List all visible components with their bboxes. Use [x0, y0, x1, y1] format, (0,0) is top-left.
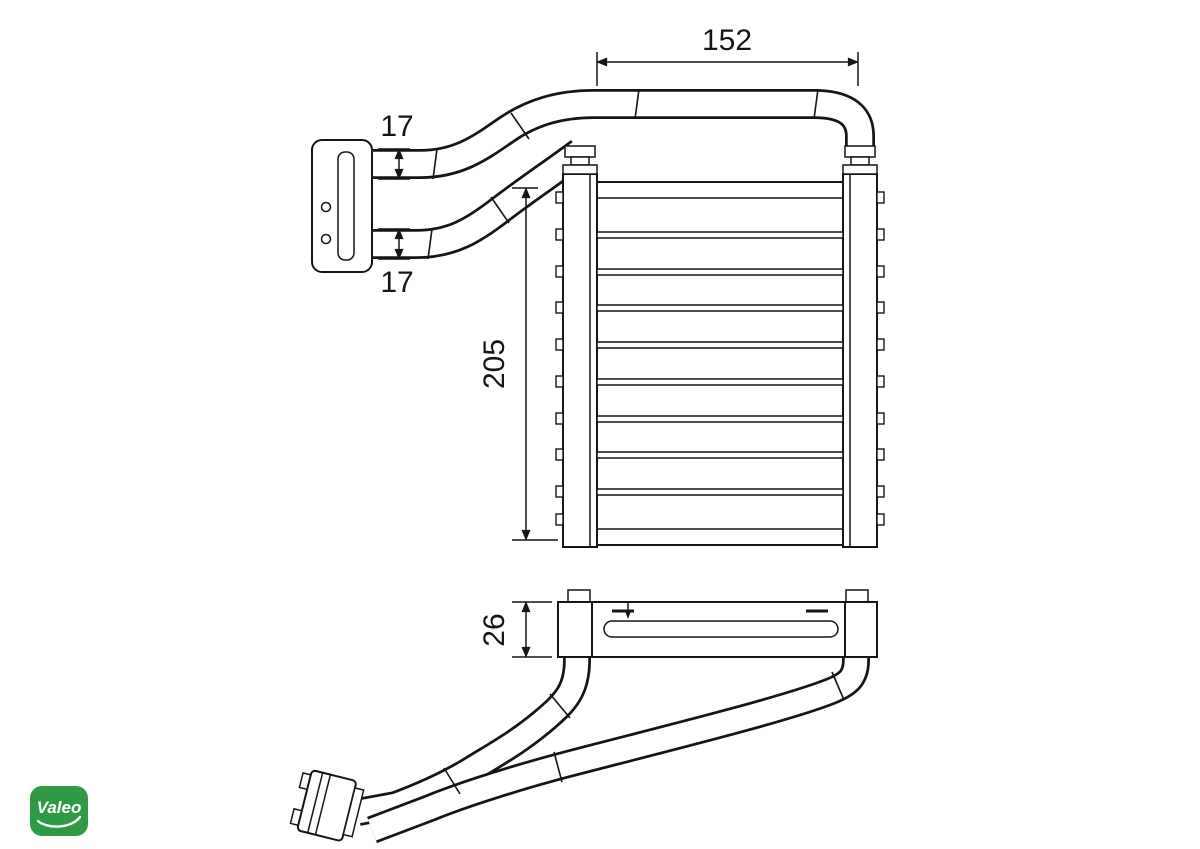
bottom-pipe-left-body	[355, 632, 589, 824]
header-lines	[597, 197, 843, 530]
dim-pipe-top: 17	[378, 110, 414, 180]
fitting-left-neck	[570, 156, 590, 166]
fitting-right-collar	[844, 145, 876, 158]
core-tubes	[596, 231, 844, 496]
fitting-left-base	[562, 164, 598, 175]
dim-core-depth-label: 26	[478, 613, 511, 646]
flange-hole-bottom	[320, 233, 332, 245]
valeo-logo-text: Valeo	[37, 798, 82, 817]
valeo-logo: Valeo	[30, 786, 88, 836]
side-plate-inner-lines	[589, 174, 851, 547]
flange-grooves	[306, 772, 332, 835]
valeo-logo-swoosh	[36, 815, 82, 828]
pipe-weld-ticks	[427, 88, 819, 260]
bottom-stub-left	[567, 589, 591, 603]
dim-pipe-top-label: 17	[380, 110, 413, 143]
bottom-stub-right	[845, 589, 869, 603]
bottom-cap-lines	[591, 602, 846, 657]
bottom-locator-arrow	[624, 601, 632, 619]
bottom-pipe-weld-ticks	[443, 671, 845, 795]
fitting-left-collar	[564, 145, 596, 158]
bottom-view	[289, 589, 878, 844]
dim-core-width: 152	[596, 24, 859, 86]
bottom-slot	[603, 620, 839, 638]
dimensions: 152 17 17 205 26	[378, 24, 859, 658]
dim-core-depth: 26	[478, 601, 552, 658]
fitting-right-base	[842, 164, 878, 175]
heater-core	[555, 173, 885, 548]
pipe-fittings	[562, 145, 878, 175]
flange-collar-bottom	[342, 787, 365, 838]
dim-core-height-label: 205	[478, 339, 511, 389]
side-plate-tabs-right	[876, 191, 885, 526]
dim-core-width-label: 152	[702, 24, 752, 57]
dim-core-height: 205	[478, 187, 558, 541]
flange-hole-top	[320, 201, 332, 213]
core-bottom-profile	[557, 589, 878, 658]
side-plate-right	[842, 173, 878, 548]
side-plate-tabs-left	[555, 191, 564, 526]
dim-pipe-bottom: 17	[378, 228, 414, 299]
connector-flange-front	[311, 139, 373, 273]
front-view	[311, 88, 885, 548]
side-plate-left	[562, 173, 598, 548]
flange-slot	[337, 151, 355, 261]
core-matrix	[596, 181, 844, 546]
connector-flange-bottom	[289, 769, 365, 842]
bottom-pipe-right-body	[368, 632, 868, 841]
fitting-right-neck	[850, 156, 870, 166]
bottom-pipes	[355, 632, 870, 844]
dim-pipe-bottom-label: 17	[380, 266, 413, 299]
front-pipes	[362, 88, 875, 260]
outlet-pipe-body	[362, 91, 873, 177]
